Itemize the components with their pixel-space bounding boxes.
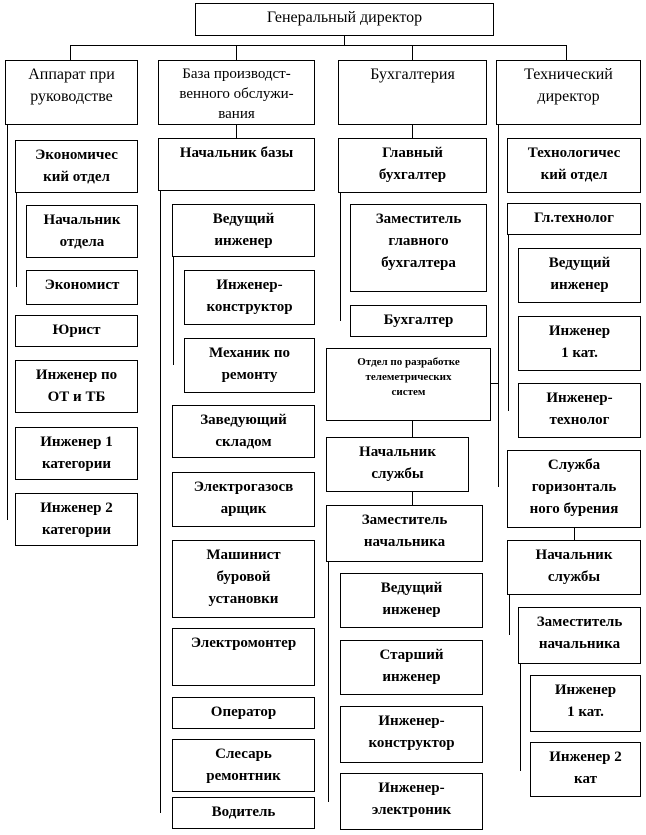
connector: [160, 191, 161, 813]
org-box: Инженер 1 категории: [15, 427, 138, 480]
org-box: Старший инженер: [340, 640, 483, 695]
org-box: Инженер- технолог: [518, 383, 641, 438]
org-box: Заведующий складом: [172, 405, 315, 458]
connector: [70, 45, 566, 46]
connector: [340, 193, 341, 321]
connector: [412, 45, 413, 60]
org-box: Ведущий инженер: [518, 248, 641, 303]
org-box: Механик по ремонту: [184, 338, 315, 393]
connector: [328, 562, 329, 802]
org-box: Инженер 2 категории: [15, 493, 138, 546]
org-box: Ведущий инженер: [340, 573, 483, 628]
column-header-service-base: База производст- венного обслужи- вания: [158, 60, 315, 125]
org-box: Инженер- конструктор: [184, 270, 315, 325]
org-box: Гл.технолог: [507, 203, 641, 235]
general-director-box: Генеральный директор: [195, 3, 494, 36]
column-header-management: Аппарат при руководстве: [5, 60, 138, 125]
org-box: Бухгалтер: [350, 305, 487, 337]
org-box: Начальник базы: [158, 138, 315, 191]
connector: [498, 125, 499, 487]
connector: [566, 45, 567, 60]
org-box: Инженер 2 кат: [530, 742, 641, 797]
connector: [7, 125, 8, 520]
connector: [412, 492, 413, 505]
connector: [412, 421, 413, 437]
org-box: Технологичес кий отдел: [507, 138, 641, 193]
org-box: Машинист буровой установки: [172, 540, 315, 618]
org-box: Ведущий инженер: [172, 204, 315, 257]
org-box: Заместитель начальника: [518, 607, 641, 664]
org-box: Начальник службы: [326, 437, 469, 492]
org-box: Экономичес кий отдел: [15, 140, 138, 193]
org-box: Оператор: [172, 697, 315, 729]
org-box: Служба горизонталь ного бурения: [507, 450, 641, 528]
org-box: Заместитель начальника: [326, 505, 483, 562]
connector: [508, 235, 509, 411]
org-box: Инженер- конструктор: [340, 706, 483, 763]
connector: [491, 383, 499, 384]
connector: [574, 528, 575, 540]
org-box: Начальник службы: [507, 540, 641, 595]
connector: [344, 36, 345, 45]
column-header-accounting: Бухгалтерия: [338, 60, 487, 125]
org-box: Начальник отдела: [26, 205, 138, 258]
connector: [70, 45, 71, 60]
org-box: Электромонтер: [172, 628, 315, 686]
org-box: Инженер 1 кат.: [530, 675, 641, 732]
column-header-technical-director: Технический директор: [496, 60, 641, 125]
org-box: Экономист: [26, 270, 138, 305]
org-box: Электрогазосв арщик: [172, 472, 315, 527]
connector: [173, 257, 174, 365]
connector: [509, 595, 510, 635]
org-box: Главный бухгалтер: [338, 138, 487, 193]
org-box: Инженер- электроник: [340, 773, 483, 830]
org-box: Отдел по разработке телеметрических сист…: [326, 348, 491, 421]
org-box: Инженер по ОТ и ТБ: [15, 360, 138, 413]
org-box: Слесарь ремонтник: [172, 739, 315, 792]
connector: [236, 125, 237, 138]
org-box: Водитель: [172, 797, 315, 829]
org-box: Заместитель главного бухгалтера: [350, 204, 487, 292]
connector: [236, 45, 237, 60]
connector: [520, 664, 521, 771]
connector: [16, 193, 17, 287]
connector: [412, 125, 413, 138]
org-box: Юрист: [15, 315, 138, 347]
org-box: Инженер 1 кат.: [518, 316, 641, 371]
